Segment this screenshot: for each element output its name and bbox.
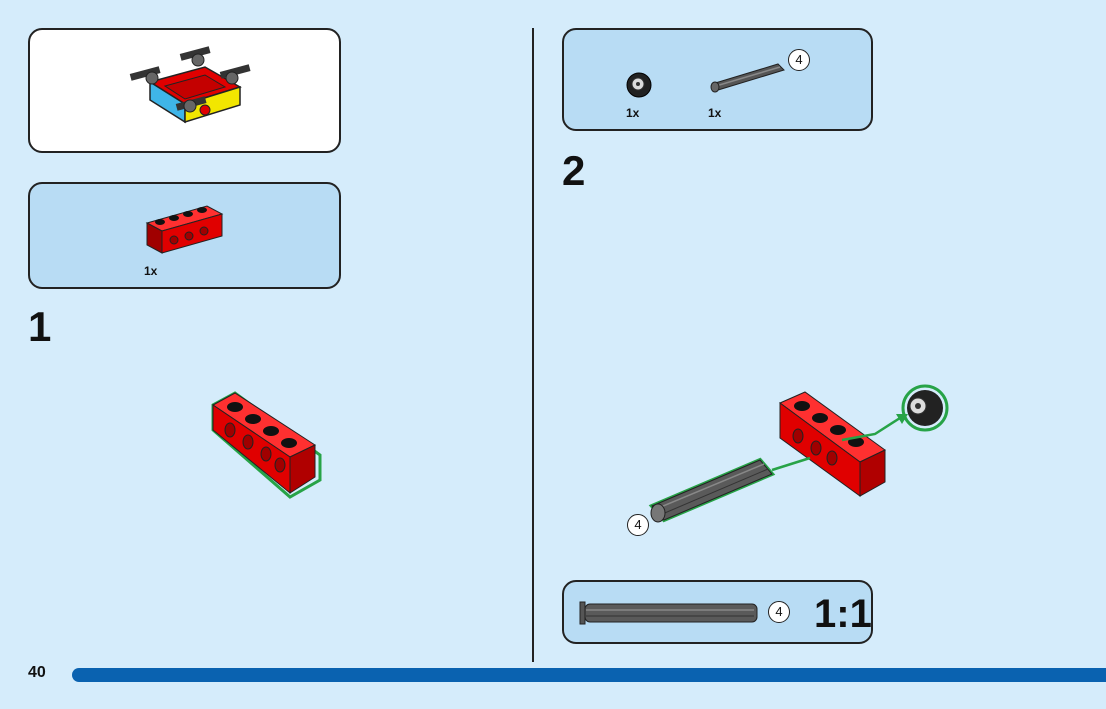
axle-length-badge: 4 bbox=[788, 49, 810, 71]
page-number: 40 bbox=[28, 664, 46, 681]
step2-assembly-illustration bbox=[648, 384, 949, 523]
red-beam-icon bbox=[145, 205, 224, 254]
scale-indicator: 1:1 bbox=[814, 592, 872, 636]
preview-panel bbox=[28, 28, 341, 153]
step1-assembly-illustration bbox=[211, 391, 322, 499]
step-number: 1 bbox=[28, 303, 52, 350]
part-quantity: 1x bbox=[708, 106, 722, 120]
vehicle-chassis-model-icon bbox=[129, 46, 251, 124]
page-footer-bar bbox=[72, 668, 1106, 682]
scale-reference-panel: 4 1:1 bbox=[562, 580, 873, 644]
step2-parts-panel: 1x 1x 4 bbox=[562, 28, 873, 131]
column-divider bbox=[532, 28, 534, 662]
black-wheel-icon bbox=[626, 72, 652, 98]
step1-parts-panel: 1x bbox=[28, 182, 341, 289]
axle-length-badge: 4 bbox=[768, 601, 790, 623]
part-quantity: 1x bbox=[144, 264, 158, 278]
step-number: 2 bbox=[562, 147, 586, 194]
part-quantity: 1x bbox=[626, 106, 640, 120]
grey-axle-icon bbox=[710, 63, 785, 93]
axle-length-callout: 4 bbox=[627, 514, 649, 536]
axle-actual-size-icon bbox=[579, 601, 758, 625]
